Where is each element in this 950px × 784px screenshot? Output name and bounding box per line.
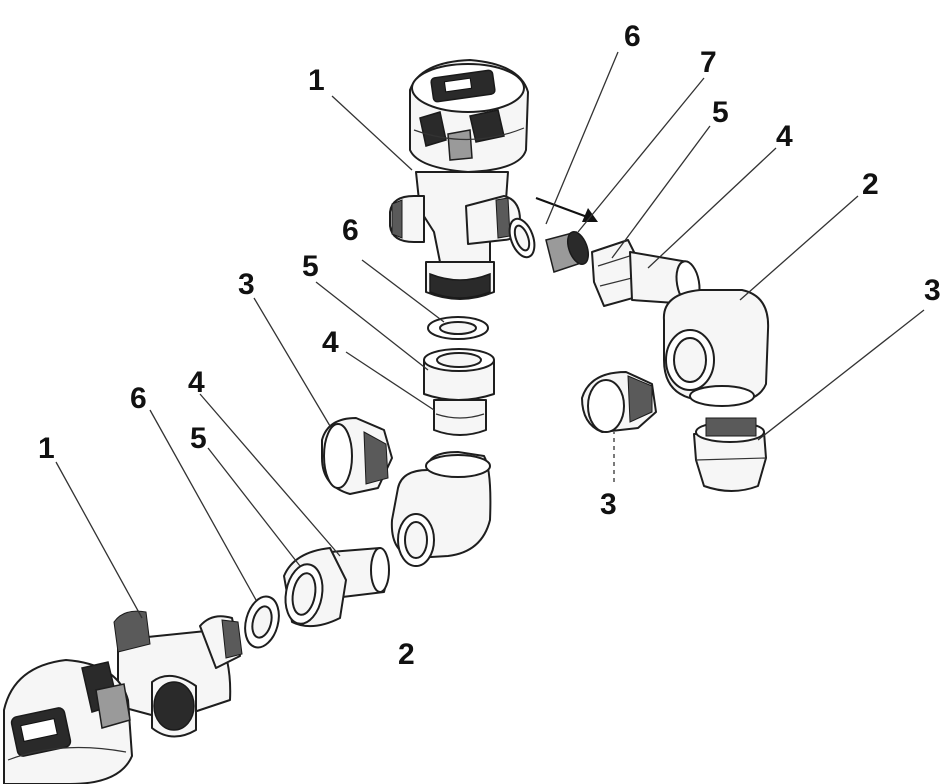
callout-mid-3: 3 xyxy=(238,268,255,301)
lower-nut-5 xyxy=(283,547,347,628)
callout-upper-2: 2 xyxy=(862,168,879,201)
leader-lines xyxy=(55,51,925,619)
flow-arrow xyxy=(535,197,598,222)
right-adapter-3 xyxy=(693,417,767,492)
callout-labels: 1 6 7 5 4 2 3 3 3 6 5 4 1 6 4 5 2 xyxy=(38,20,941,671)
callout-upper-1: 1 xyxy=(308,64,325,97)
upper-seal-6 xyxy=(508,217,536,259)
callout-lower-2: 2 xyxy=(398,638,415,671)
callout-mid-6: 6 xyxy=(342,214,359,247)
mid-nut-5 xyxy=(423,348,495,401)
lower-valve-assembly xyxy=(3,610,243,784)
lower-seal-6 xyxy=(244,595,280,649)
mid-elbow-2 xyxy=(390,451,492,567)
upper-valve-assembly xyxy=(389,59,529,300)
mid-seal-6 xyxy=(427,316,489,340)
callout-upper-5: 5 xyxy=(712,96,729,129)
mid-adapter-3 xyxy=(321,417,393,495)
callout-upper-7: 7 xyxy=(700,46,717,79)
callout-lower-1: 1 xyxy=(38,432,55,465)
callout-center-3: 3 xyxy=(600,488,617,521)
center-adapter-3 xyxy=(581,371,657,433)
callout-upper-6: 6 xyxy=(624,20,641,53)
upper-strainer-7 xyxy=(545,230,590,273)
callout-lower-6: 6 xyxy=(130,382,147,415)
callout-lower-5: 5 xyxy=(190,422,207,455)
callout-lower-4: 4 xyxy=(188,366,205,399)
callout-mid-5: 5 xyxy=(302,250,319,283)
callout-right-3: 3 xyxy=(924,274,941,307)
callout-upper-4: 4 xyxy=(776,120,793,153)
upper-elbow-2 xyxy=(662,289,770,407)
mid-tailpiece-4 xyxy=(433,399,487,436)
callout-mid-4: 4 xyxy=(322,326,339,359)
